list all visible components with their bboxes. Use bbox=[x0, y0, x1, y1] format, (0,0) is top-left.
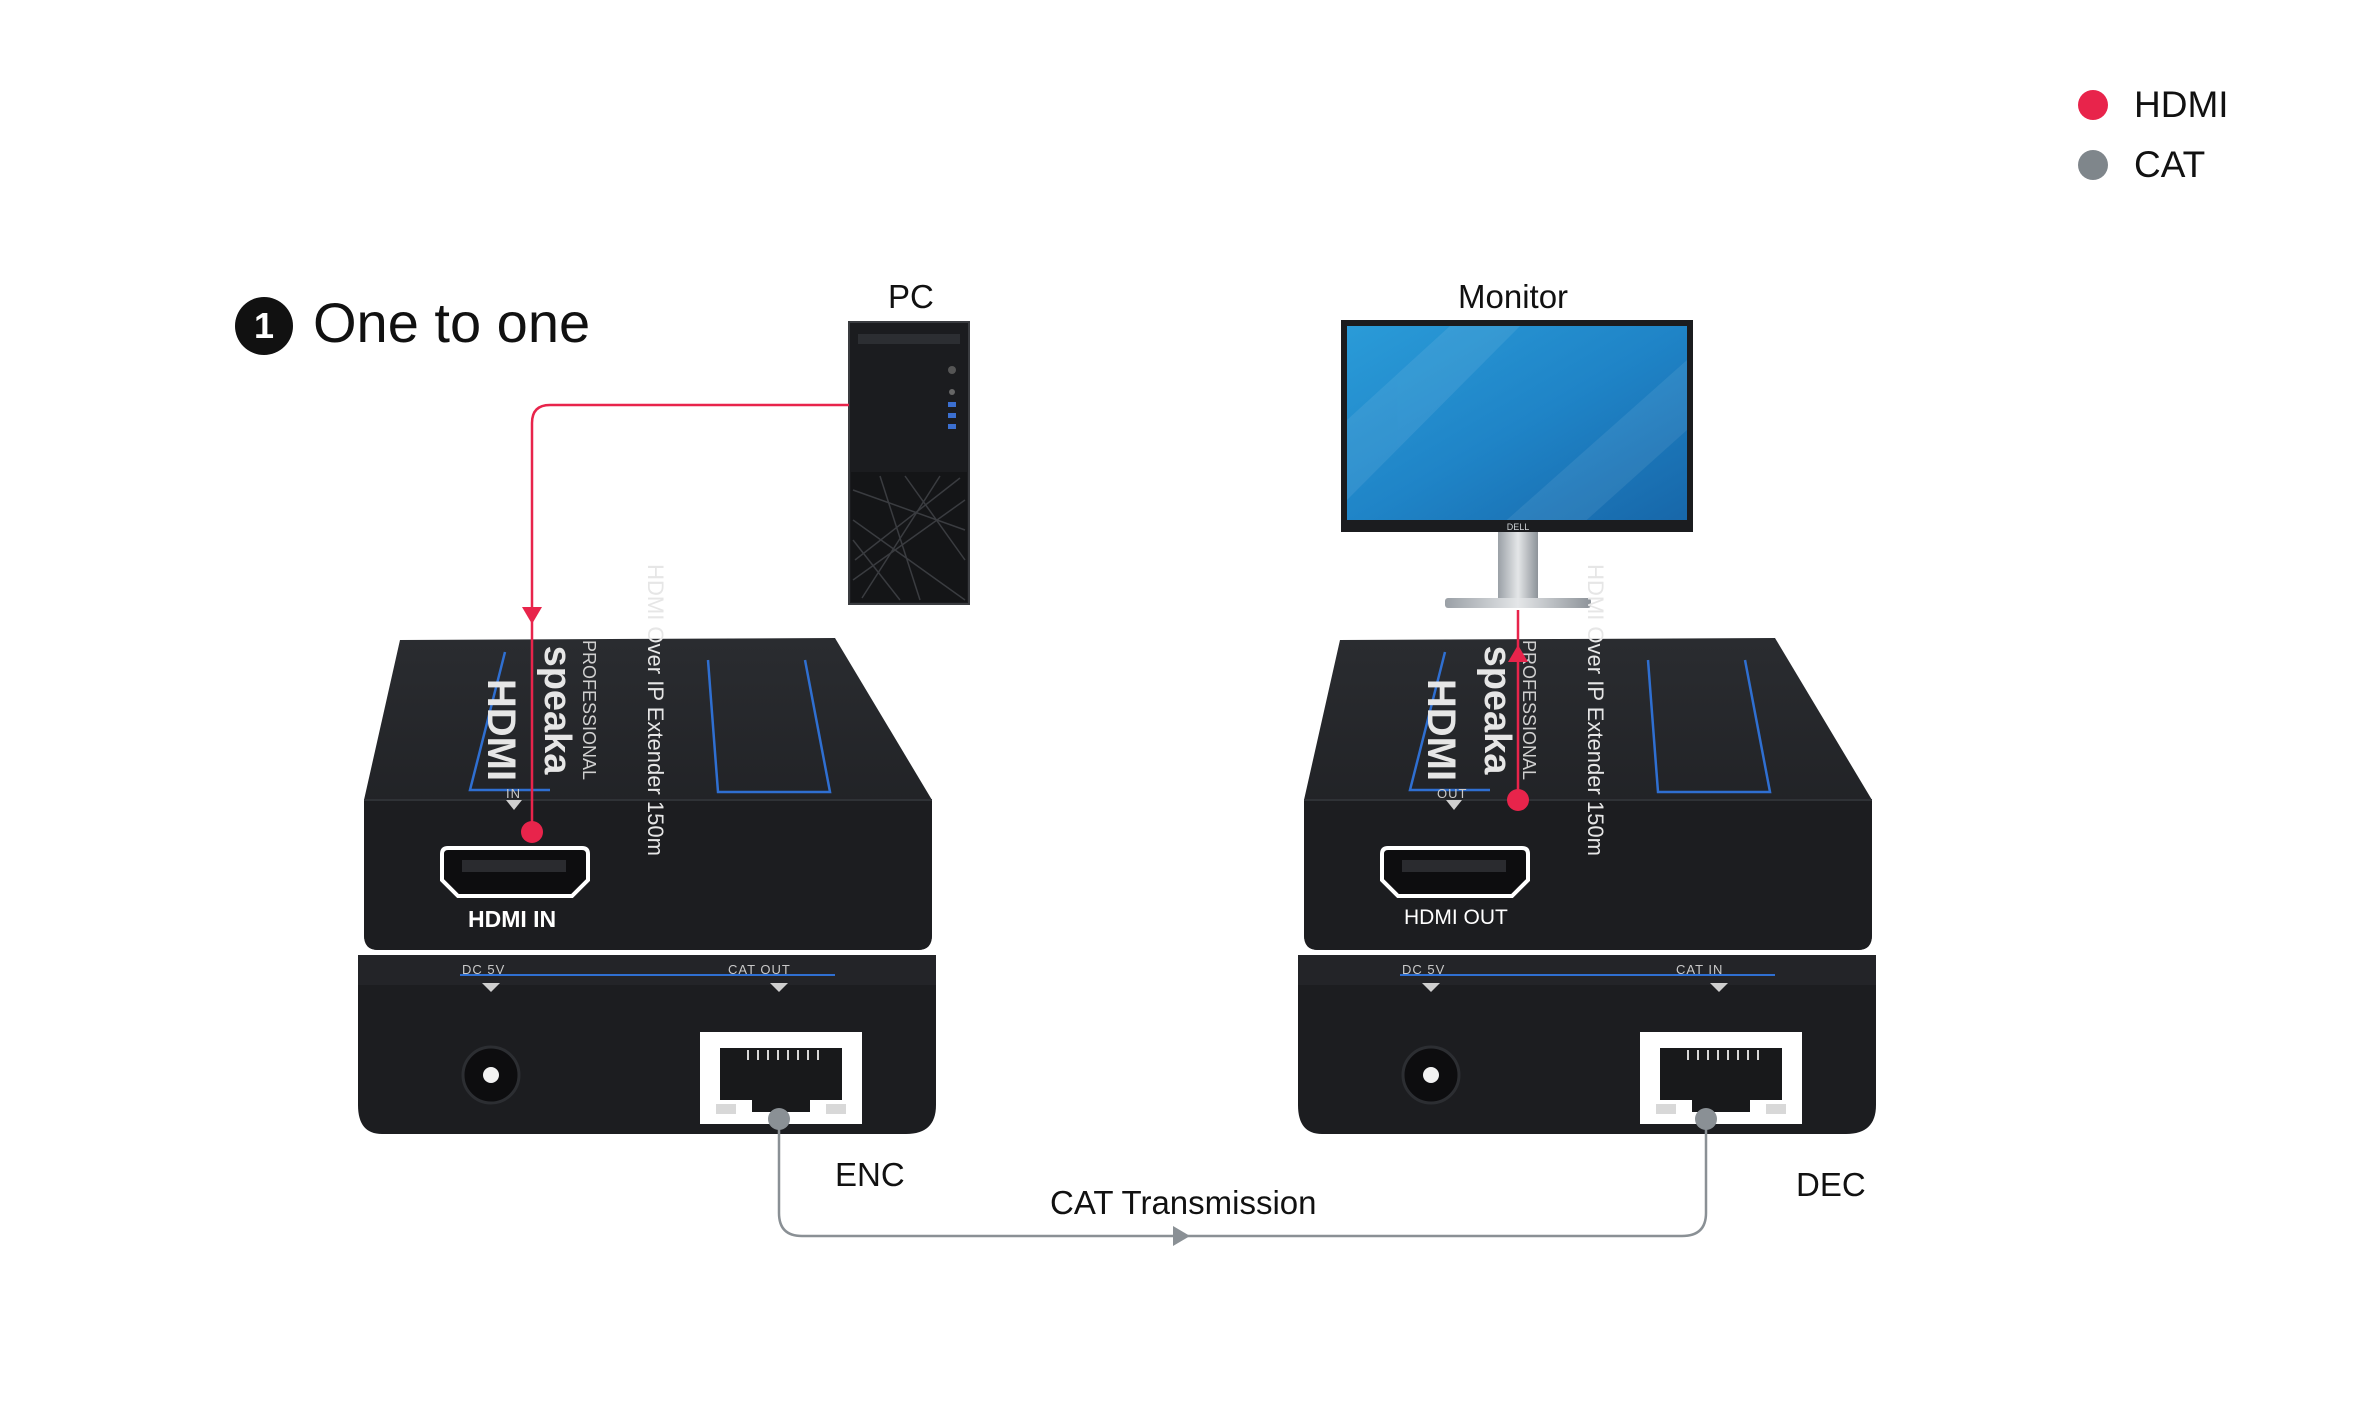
encoder-device: HDMI speaka PROFESSIONAL HDMI Over IP Ex… bbox=[358, 564, 936, 1134]
hdmi-legend-label: HDMI bbox=[2134, 84, 2229, 125]
decoder-cat-label: CAT IN bbox=[1676, 962, 1724, 977]
encoder-top-port-label: IN bbox=[506, 786, 521, 801]
section-title: One to one bbox=[313, 291, 591, 354]
encoder-label: ENC bbox=[835, 1156, 905, 1193]
decoder-device: HDMI speaka PROFESSIONAL HDMI Over IP Ex… bbox=[1298, 564, 1876, 1134]
cat-legend-label: CAT bbox=[2134, 144, 2206, 185]
section-number-badge: 1 bbox=[235, 297, 293, 355]
svg-text:speaka: speaka bbox=[536, 646, 578, 776]
legend-cat: CAT bbox=[2078, 144, 2205, 186]
cat-transmission-label: CAT Transmission bbox=[1050, 1184, 1317, 1221]
hdmi-legend-dot bbox=[2078, 90, 2108, 120]
pc-label: PC bbox=[888, 278, 934, 315]
decoder-dc-label: DC 5V bbox=[1402, 962, 1446, 977]
legend-hdmi: HDMI bbox=[2078, 84, 2229, 126]
monitor-icon: DELL bbox=[1341, 320, 1693, 608]
encoder-dc-label: DC 5V bbox=[462, 962, 506, 977]
decoder-hdmi-port-label: HDMI OUT bbox=[1404, 906, 1508, 929]
hdmi-connection-pc-to-encoder bbox=[521, 403, 849, 843]
monitor-brand-logo: DELL bbox=[1507, 522, 1530, 532]
svg-text:HDMI Over IP Extender 150m: HDMI Over IP Extender 150m bbox=[643, 564, 668, 856]
cat-legend-dot bbox=[2078, 150, 2108, 180]
encoder-cat-label: CAT OUT bbox=[728, 962, 791, 977]
hdmi-connection-decoder-to-monitor bbox=[1507, 610, 1529, 811]
cat-connection-encoder-to-decoder bbox=[768, 1108, 1717, 1246]
pc-tower-icon bbox=[848, 321, 970, 605]
svg-text:PROFESSIONAL: PROFESSIONAL bbox=[579, 640, 599, 780]
monitor-label: Monitor bbox=[1458, 278, 1569, 315]
svg-text:HDMI Over IP Extender 150m: HDMI Over IP Extender 150m bbox=[1583, 564, 1608, 856]
svg-text:HDMI: HDMI bbox=[1419, 679, 1463, 781]
svg-text:HDMI: HDMI bbox=[479, 679, 523, 781]
svg-text:speaka: speaka bbox=[1476, 646, 1518, 776]
encoder-hdmi-port-label: HDMI IN bbox=[468, 906, 557, 932]
svg-text:PROFESSIONAL: PROFESSIONAL bbox=[1519, 640, 1539, 780]
decoder-label: DEC bbox=[1796, 1166, 1866, 1203]
decoder-top-port-label: OUT bbox=[1437, 786, 1468, 801]
